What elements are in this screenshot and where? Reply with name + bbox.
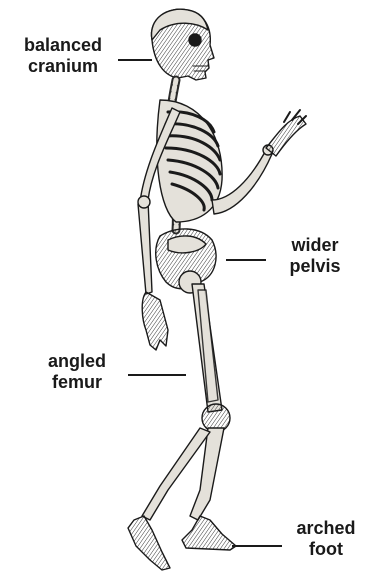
label-line: balanced	[8, 35, 118, 56]
label-line: cranium	[8, 56, 118, 77]
label-line: pelvis	[270, 256, 360, 277]
label-line: foot	[286, 539, 366, 560]
label-wider-pelvis: wider pelvis	[270, 235, 360, 277]
skull	[151, 9, 214, 80]
label-line: femur	[34, 372, 120, 393]
label-line: wider	[270, 235, 360, 256]
pelvis	[156, 229, 216, 293]
far-arm	[212, 110, 306, 214]
label-arched-foot: arched foot	[286, 518, 366, 560]
label-line: arched	[286, 518, 366, 539]
label-line: angled	[34, 351, 120, 372]
label-angled-femur: angled femur	[34, 351, 120, 393]
label-balanced-cranium: balanced cranium	[8, 35, 118, 77]
